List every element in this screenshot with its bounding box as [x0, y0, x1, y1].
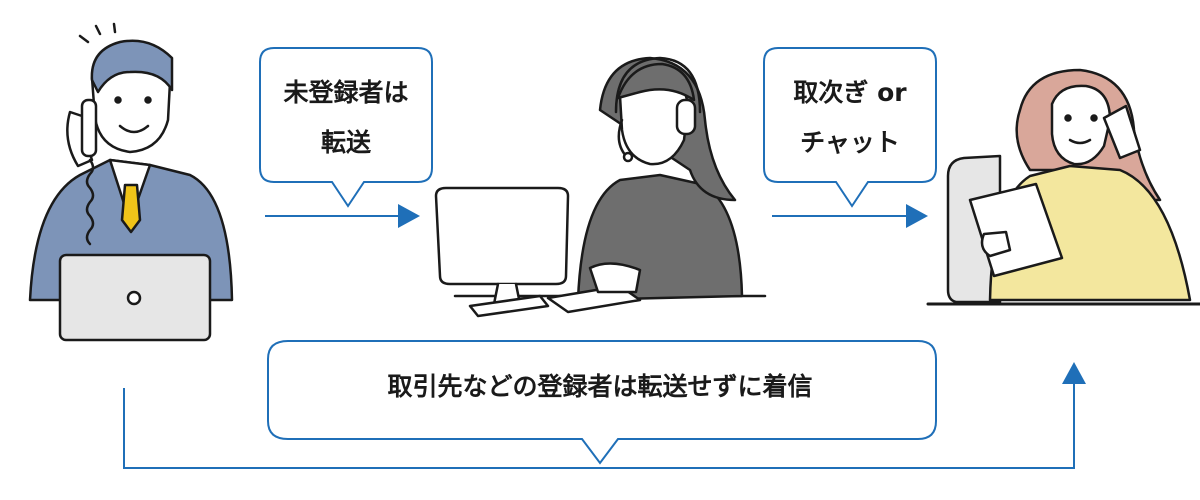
bubble-handoff-text: 取次ぎ or チャット [766, 68, 934, 168]
caller-illustration [30, 24, 232, 340]
bubble-unregistered-text: 未登録者は 転送 [262, 68, 430, 168]
bubble-handoff-line1: 取次ぎ or [766, 68, 934, 118]
bubble-registered-text: 取引先などの登録者は転送せずに着信 [268, 352, 932, 422]
operator-illustration [436, 58, 765, 316]
recipient-illustration [928, 70, 1200, 304]
arrow-caller-to-operator [265, 204, 420, 228]
bubble-unregistered-line1: 未登録者は [262, 68, 430, 118]
arrow-operator-to-recipient [772, 204, 928, 228]
bubble-unregistered-line2: 転送 [262, 118, 430, 168]
bubble-handoff-line2: チャット [766, 118, 934, 168]
